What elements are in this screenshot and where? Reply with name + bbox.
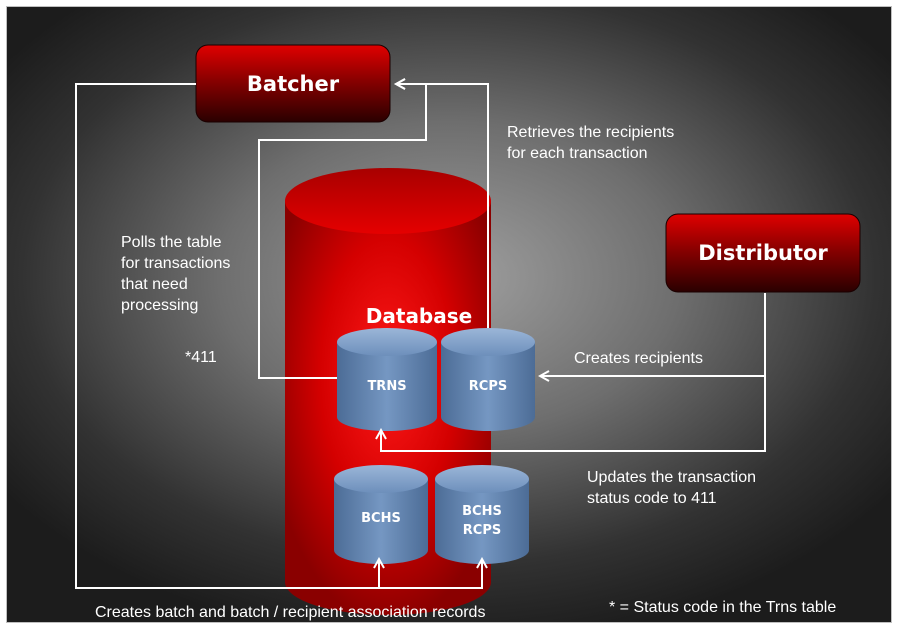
- retrieve-connector: [396, 84, 489, 328]
- update-connector: [381, 376, 766, 452]
- rcps-table: RCPS: [441, 328, 535, 431]
- distributor-box: Distributor: [665, 213, 861, 293]
- bchs-table: BCHS: [334, 465, 428, 564]
- distributor-label: Distributor: [698, 241, 828, 265]
- retrieves-annotation: Retrieves the recipients for each transa…: [507, 124, 675, 162]
- batcher-label: Batcher: [247, 72, 340, 96]
- polls-annotation: Polls the table for transactions that ne…: [121, 234, 231, 314]
- trns-table: TRNS: [337, 328, 437, 431]
- bchs-rcps-label-line1: BCHS: [462, 504, 502, 519]
- diagram-canvas: Database TRNS RCPS BCHS BCHS RCPS: [6, 6, 892, 623]
- connector-lines: [75, 83, 766, 589]
- bchs-rcps-label-line2: RCPS: [463, 523, 501, 538]
- creates-batch-annotation: Creates batch and batch / recipient asso…: [95, 604, 486, 621]
- status-411-annotation: *411: [185, 349, 217, 366]
- bchs-rcps-table: BCHS RCPS: [435, 465, 529, 564]
- footnote: * = Status code in the Trns table: [609, 599, 837, 616]
- creates-recipients-annotation: Creates recipients: [574, 350, 703, 367]
- diagram-svg: Database TRNS RCPS BCHS BCHS RCPS: [75, 44, 861, 615]
- create-batch-connector: [75, 83, 482, 589]
- bchs-label: BCHS: [361, 511, 401, 526]
- batcher-box: Batcher: [195, 44, 391, 123]
- trns-label: TRNS: [367, 379, 406, 394]
- database-label: Database: [366, 304, 472, 328]
- updates-annotation: Updates the transaction status code to 4…: [587, 469, 756, 507]
- rcps-label: RCPS: [469, 379, 507, 394]
